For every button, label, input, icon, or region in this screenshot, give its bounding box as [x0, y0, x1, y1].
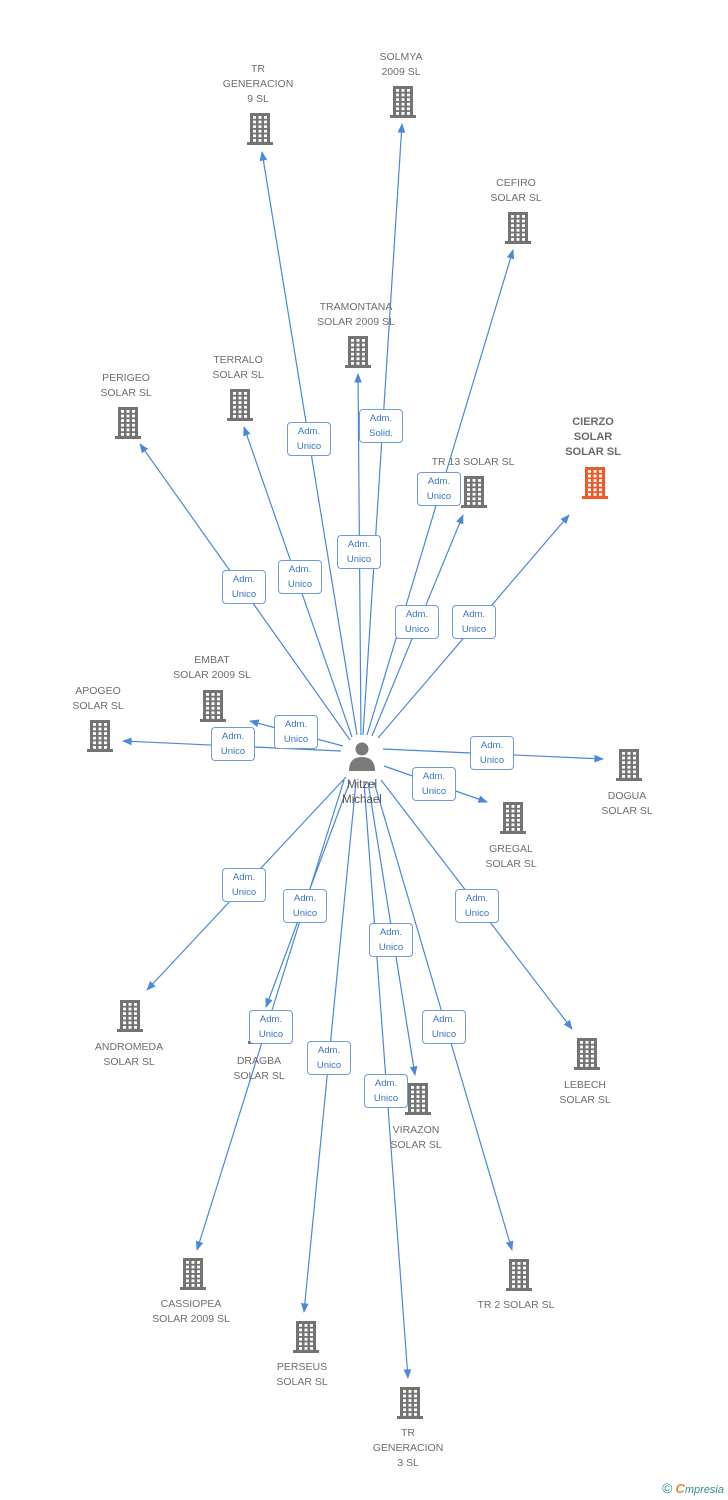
building-icon-tr-generacion-3-sl[interactable] — [397, 1387, 423, 1419]
role-badge-tr-generacion-3-sl[interactable]: Adm. Unico — [364, 1074, 408, 1108]
role-badge-embat-solar-2009-sl[interactable]: Adm. Unico — [274, 715, 318, 749]
company-label-dogua-solar-sl[interactable]: DOGUA SOLAR SL — [601, 790, 653, 817]
brand-name: mpresia — [684, 1484, 724, 1496]
building-icon-cassiopea-solar-2009-sl[interactable] — [180, 1258, 206, 1290]
company-label-dragba-solar-sl[interactable]: DRAGBA SOLAR SL — [233, 1055, 285, 1082]
building-icon-terralo-solar-sl[interactable] — [227, 389, 253, 421]
company-label-tr-generacion-3-sl[interactable]: TR GENERACION 3 SL — [372, 1427, 444, 1469]
role-badge-solmya-2009-sl[interactable]: Adm. Solid. — [359, 409, 403, 443]
role-badge-cierzo-solar-solar-sl[interactable]: Adm. Unico — [452, 605, 496, 639]
building-icon-tramontana-solar-2009-sl[interactable] — [345, 336, 371, 368]
company-label-tramontana-solar-2009-sl[interactable]: TRAMONTANA SOLAR 2009 SL — [317, 301, 395, 328]
company-label-gregal-solar-sl[interactable]: GREGAL SOLAR SL — [485, 843, 537, 870]
role-badge-tr-2-solar-sl[interactable]: Adm. Unico — [422, 1010, 466, 1044]
footer-brand: ©Cmpresia — [662, 1480, 724, 1496]
company-label-tr-generacion-9-sl[interactable]: TR GENERACION 9 SL — [222, 63, 294, 105]
building-icon-dogua-solar-sl[interactable] — [616, 749, 642, 781]
company-label-tr-13-solar-sl[interactable]: TR 13 SOLAR SL — [431, 456, 515, 468]
role-badge-lebech-solar-sl[interactable]: Adm. Unico — [455, 889, 499, 923]
role-badge-cassiopea-solar-2009-sl[interactable]: Adm. Unico — [249, 1010, 293, 1044]
company-label-terralo-solar-sl[interactable]: TERRALO SOLAR SL — [212, 354, 264, 381]
role-badge-dragba-solar-sl[interactable]: Adm. Unico — [283, 889, 327, 923]
building-icon-tr-2-solar-sl[interactable] — [506, 1259, 532, 1291]
building-icon-apogeo-solar-sl[interactable] — [87, 720, 113, 752]
building-icon-tr-generacion-9-sl[interactable] — [247, 113, 273, 145]
company-label-cassiopea-solar-2009-sl[interactable]: CASSIOPEA SOLAR 2009 SL — [152, 1298, 230, 1325]
copyright-icon: © — [662, 1480, 673, 1496]
role-badge-apogeo-solar-sl[interactable]: Adm. Unico — [211, 727, 255, 761]
icons-layer — [87, 86, 642, 1419]
building-icon-tr-13-solar-sl[interactable] — [461, 476, 487, 508]
role-badge-andromeda-solar-sl[interactable]: Adm. Unico — [222, 868, 266, 902]
company-label-apogeo-solar-sl[interactable]: APOGEO SOLAR SL — [72, 685, 124, 712]
company-label-virazon-solar-sl[interactable]: VIRAZON SOLAR SL — [390, 1124, 442, 1151]
company-label-lebech-solar-sl[interactable]: LEBECH SOLAR SL — [559, 1079, 611, 1106]
company-label-cierzo-solar-solar-sl[interactable]: CIERZO SOLAR SOLAR SL — [565, 416, 621, 458]
company-label-cefiro-solar-sl[interactable]: CEFIRO SOLAR SL — [490, 177, 542, 204]
role-badge-gregal-solar-sl[interactable]: Adm. Unico — [412, 767, 456, 801]
building-icon-perigeo-solar-sl[interactable] — [115, 407, 141, 439]
building-icon-virazon-solar-sl[interactable] — [405, 1083, 431, 1115]
role-badge-tr-13-solar-sl[interactable]: Adm. Unico — [395, 605, 439, 639]
building-icon-cefiro-solar-sl[interactable] — [505, 212, 531, 244]
building-icon-lebech-solar-sl[interactable] — [574, 1038, 600, 1070]
company-label-perseus-solar-sl[interactable]: PERSEUS SOLAR SL — [276, 1361, 328, 1388]
building-icon-solmya-2009-sl[interactable] — [390, 86, 416, 118]
company-label-perigeo-solar-sl[interactable]: PERIGEO SOLAR SL — [100, 372, 152, 399]
building-icon-embat-solar-2009-sl[interactable] — [200, 690, 226, 722]
company-label-embat-solar-2009-sl[interactable]: EMBAT SOLAR 2009 SL — [173, 654, 251, 681]
company-label-tr-2-solar-sl[interactable]: TR 2 SOLAR SL — [477, 1299, 555, 1311]
role-badge-dogua-solar-sl[interactable]: Adm. Unico — [470, 736, 514, 770]
role-badge-virazon-solar-sl[interactable]: Adm. Unico — [369, 923, 413, 957]
building-icon-cierzo-solar-solar-sl[interactable] — [582, 467, 608, 499]
building-icon-perseus-solar-sl[interactable] — [293, 1321, 319, 1353]
person-icon[interactable] — [349, 742, 375, 772]
brand-initial: C — [675, 1481, 685, 1496]
center-person-label[interactable]: Mitzel Michael — [342, 779, 382, 806]
role-badge-tramontana-solar-2009-sl[interactable]: Adm. Unico — [337, 535, 381, 569]
building-icon-gregal-solar-sl[interactable] — [500, 802, 526, 834]
role-badge-tr-generacion-9-sl[interactable]: Adm. Unico — [287, 422, 331, 456]
role-badge-cefiro-solar-sl[interactable]: Adm. Unico — [417, 472, 461, 506]
building-icon-andromeda-solar-sl[interactable] — [117, 1000, 143, 1032]
role-badge-perseus-solar-sl[interactable]: Adm. Unico — [307, 1041, 351, 1075]
company-label-andromeda-solar-sl[interactable]: ANDROMEDA SOLAR SL — [94, 1041, 164, 1068]
role-badge-terralo-solar-sl[interactable]: Adm. Unico — [278, 560, 322, 594]
role-badge-perigeo-solar-sl[interactable]: Adm. Unico — [222, 570, 266, 604]
company-label-solmya-2009-sl[interactable]: SOLMYA 2009 SL — [379, 51, 423, 78]
